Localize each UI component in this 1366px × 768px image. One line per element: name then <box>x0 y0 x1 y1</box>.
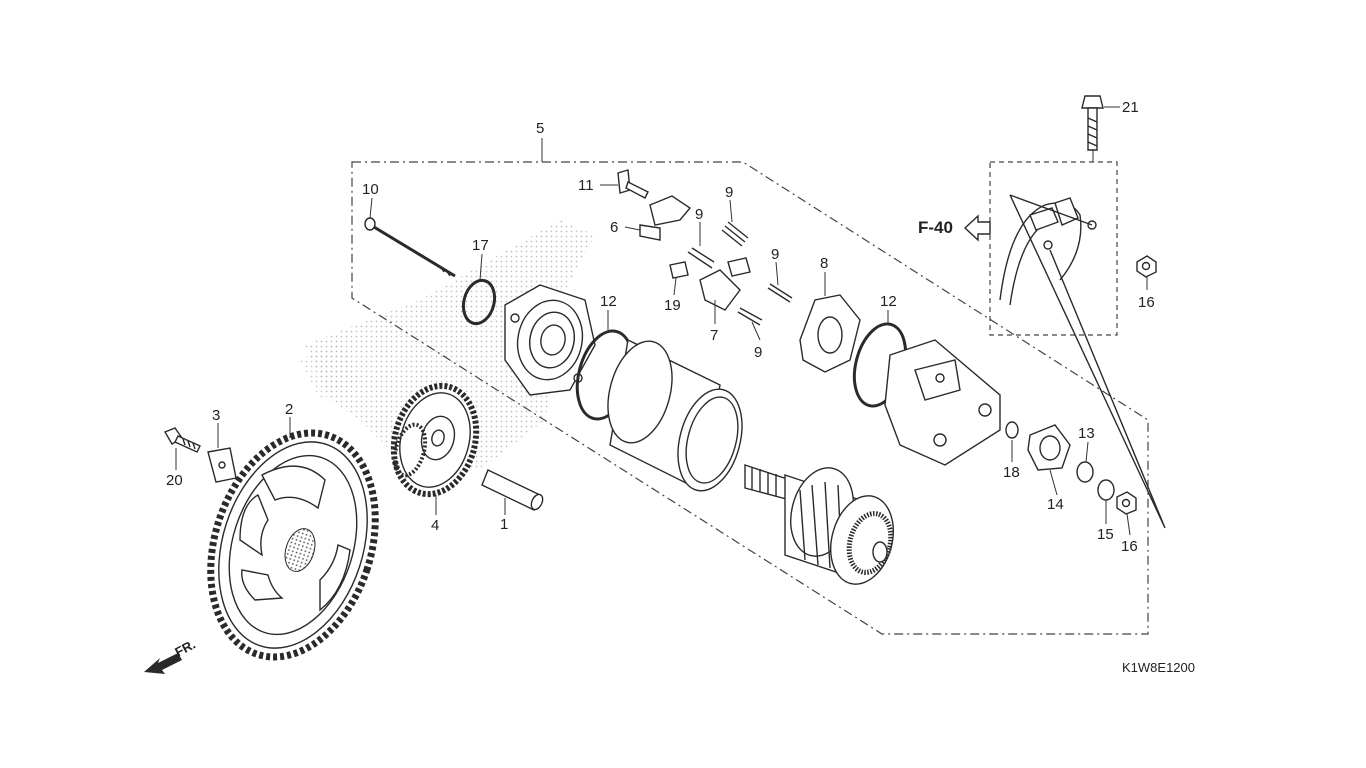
bolt-20 <box>163 427 201 453</box>
callout-9-d: 9 <box>754 344 762 361</box>
drawing-code: K1W8E1200 <box>1122 660 1195 675</box>
callout-18: 18 <box>1003 464 1020 481</box>
reference-marker: F-40 <box>918 214 991 242</box>
callout-6: 6 <box>610 219 618 236</box>
shaft <box>481 469 544 511</box>
direction-marker: FR. <box>144 637 198 674</box>
armature <box>744 464 894 585</box>
callout-10: 10 <box>362 181 379 198</box>
driven-gear <box>207 429 379 661</box>
callout-14: 14 <box>1047 496 1064 513</box>
callout-21: 21 <box>1122 99 1139 116</box>
callout-12-a: 12 <box>600 293 617 310</box>
reduction-gear <box>390 382 480 498</box>
callout-labels: 1 2 3 4 5 6 7 8 9 9 9 9 10 11 12 12 13 1… <box>166 99 1155 555</box>
callout-15: 15 <box>1097 526 1114 543</box>
washer-15 <box>1097 479 1115 501</box>
nut-16-top <box>1136 255 1157 278</box>
nut-16-bottom <box>1116 491 1137 515</box>
callout-17: 17 <box>472 237 489 254</box>
callout-9-a: 9 <box>725 184 733 201</box>
arrow-hollow-left-icon <box>963 214 991 242</box>
callout-19: 19 <box>664 297 681 314</box>
callout-16-a: 16 <box>1138 294 1155 311</box>
callout-13: 13 <box>1078 425 1095 442</box>
washer-13 <box>1076 461 1094 483</box>
callout-5: 5 <box>536 120 544 137</box>
long-bolt <box>364 217 456 278</box>
background-shading <box>300 220 595 470</box>
callout-20: 20 <box>166 472 183 489</box>
brush-holder <box>799 294 861 373</box>
callout-11: 11 <box>578 177 594 194</box>
reference-box <box>989 150 1118 336</box>
callout-12-b: 12 <box>880 293 897 310</box>
assembly-boundary <box>351 138 1149 635</box>
washer-18 <box>1005 421 1019 439</box>
callout-3: 3 <box>212 407 220 424</box>
leader-lines <box>175 106 1148 536</box>
bolt-21 <box>1081 95 1104 151</box>
callout-16-b: 16 <box>1121 538 1138 555</box>
callout-8: 8 <box>820 255 828 272</box>
rear-cover <box>884 339 1001 466</box>
callout-2: 2 <box>285 401 293 418</box>
lock-plate <box>207 447 237 483</box>
motor-yoke <box>607 338 743 492</box>
collar-14 <box>1027 424 1071 471</box>
reference-label: F-40 <box>918 218 953 237</box>
o-ring-17 <box>461 278 497 326</box>
callout-9-b: 9 <box>695 206 703 223</box>
arrow-solid-down-left-icon <box>144 653 182 674</box>
callout-9-c: 9 <box>771 246 779 263</box>
brush-parts <box>617 169 793 326</box>
cable-assembly <box>999 194 1166 529</box>
callout-7: 7 <box>710 327 718 344</box>
callout-1: 1 <box>500 516 508 533</box>
front-cover <box>504 284 596 396</box>
callout-4: 4 <box>431 517 439 534</box>
